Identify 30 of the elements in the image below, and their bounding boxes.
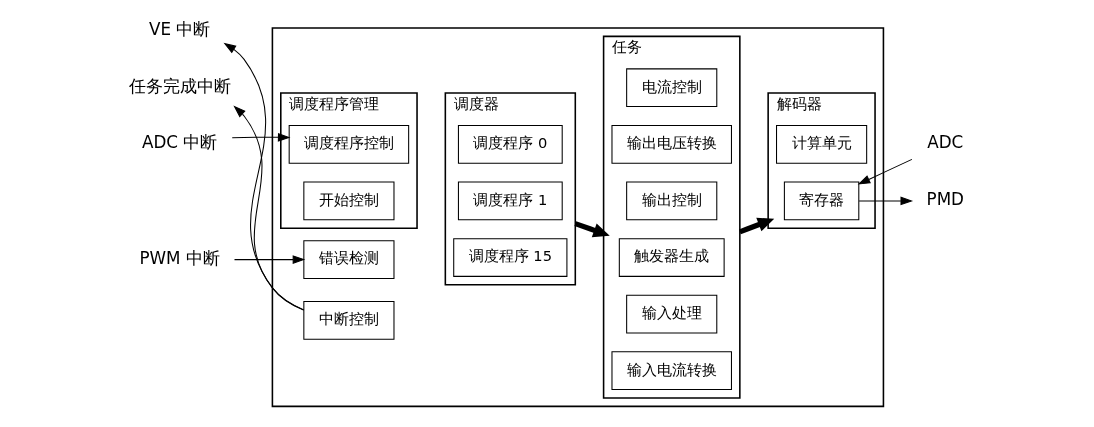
node-box: 开始控制 — [303, 181, 395, 221]
node-box: 寄存器 — [783, 181, 860, 221]
arrow — [858, 196, 914, 206]
node-text: PWM 中断 — [139, 247, 220, 268]
arrow — [223, 42, 305, 311]
node-box: 输出电压转换 — [611, 124, 732, 164]
node-box: 调度程序 15 — [453, 238, 568, 277]
node-box: 中断控制 — [303, 301, 395, 340]
node-box: 调度程序 1 — [457, 181, 563, 221]
node-box: 输出控制 — [626, 181, 718, 221]
node-box: 输入处理 — [626, 294, 718, 334]
node-box: 调度程序控制 — [288, 124, 410, 164]
node-box: 电流控制 — [626, 68, 718, 108]
node-text: 任务完成中断 — [128, 75, 231, 96]
cluster — [271, 27, 885, 408]
node-box: 调度程序 0 — [457, 124, 563, 164]
arrow — [234, 255, 306, 264]
node-box: 计算单元 — [776, 124, 868, 164]
arrow — [231, 132, 291, 142]
node-text: ADC — [927, 132, 964, 153]
node-box: 输入电流转换 — [611, 351, 732, 391]
node-text: PMD — [926, 188, 964, 209]
arrow — [233, 105, 305, 311]
node-text: VE 中断 — [148, 19, 211, 40]
node-text: ADC 中断 — [141, 132, 218, 153]
node-box: 错误检测 — [303, 240, 395, 279]
arrow — [574, 221, 610, 238]
arrow — [857, 158, 913, 185]
arrow — [738, 217, 775, 235]
node-box: 触发器生成 — [618, 238, 725, 277]
